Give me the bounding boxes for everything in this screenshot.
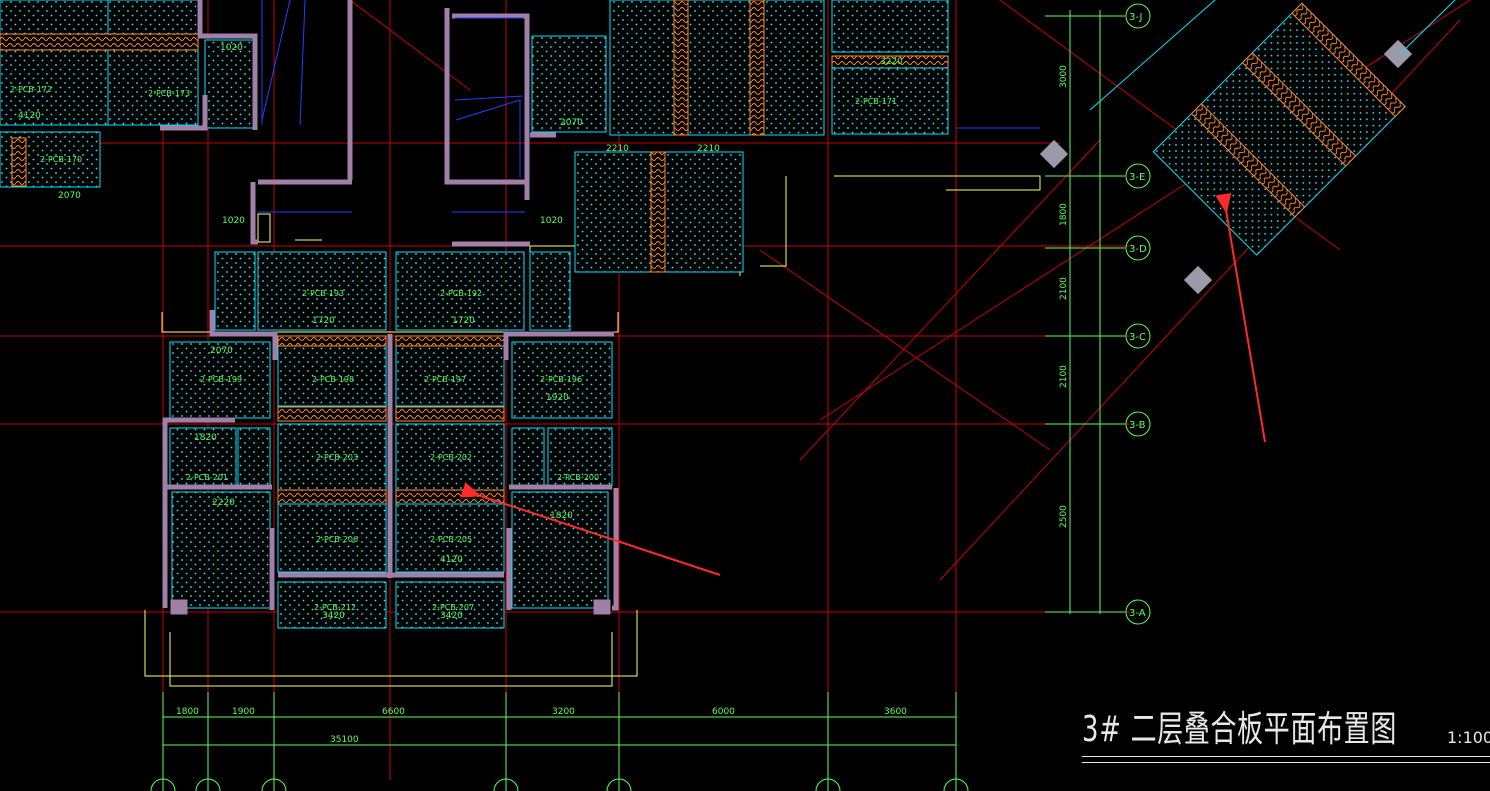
grid-label-3b: 3-B xyxy=(1129,420,1146,431)
slab-dim: 4120 xyxy=(440,555,463,565)
slab-label: 2-PCB-198 xyxy=(312,375,354,384)
bottom-dimension-values: 1800 1900 6600 3200 6000 3600 35100 xyxy=(176,707,907,745)
annotation-arrows xyxy=(460,192,1266,576)
right-dim-5: 2500 xyxy=(1059,505,1069,528)
drawing-scale: 1:100 xyxy=(1447,728,1490,747)
grid-label-3c: 3-C xyxy=(1129,332,1146,343)
slab-dim: 4120 xyxy=(18,111,41,121)
right-dimension-chain xyxy=(1045,3,1151,625)
bottom-dimension-chain xyxy=(150,692,969,791)
slab-dim: 2070 xyxy=(210,346,233,356)
bottom-dim-2: 1900 xyxy=(232,707,255,717)
grid-label-3a: 3-A xyxy=(1129,608,1146,619)
right-dim-1: 3000 xyxy=(1059,65,1069,88)
slab-label: 2-PCB-170 xyxy=(40,155,82,164)
slab-label: 2-PCB-200 xyxy=(557,473,599,482)
grid-labels-right: 3-J 3-E 3-D 3-C 3-B 3-A xyxy=(1129,12,1147,619)
bottom-dim-5: 6000 xyxy=(712,707,735,717)
slab-dim: 1820 xyxy=(194,433,217,443)
right-dim-2: 1800 xyxy=(1059,203,1069,226)
annotation-arrow xyxy=(1215,192,1266,443)
slab-label: 2-PCB-196 xyxy=(540,375,582,384)
slab-dim: 1020 xyxy=(540,216,563,226)
slab-dim: 1020 xyxy=(220,43,243,53)
slab-dim: 3420 xyxy=(440,611,463,621)
slab-group-main xyxy=(169,251,613,629)
slab-label: 2-PCB-199 xyxy=(200,375,242,384)
slab-label: 2-PCB-202 xyxy=(430,453,472,462)
bottom-dim-1: 1800 xyxy=(176,707,199,717)
slab-dimension-texts: 2070 1720 1720 1920 2220 1820 1820 3420 … xyxy=(18,43,903,621)
slab-group-rotated xyxy=(1152,2,1406,256)
slab-label: 2-PCB-193 xyxy=(302,289,344,298)
slab-group-top-center xyxy=(531,0,949,273)
slab-dim: 2210 xyxy=(606,144,629,154)
slab-group-top-left xyxy=(0,0,254,188)
title-underline xyxy=(1082,762,1490,763)
right-dim-3: 2100 xyxy=(1059,277,1069,300)
slab-dim: 2070 xyxy=(58,191,81,201)
slab-label: 2-PCB-207 xyxy=(432,603,474,612)
slab-dim: 2220 xyxy=(212,498,235,508)
slab-label: 2-PCB-212 xyxy=(314,603,356,612)
slab-dim: 2210 xyxy=(697,144,720,154)
annotation-arrow xyxy=(460,482,721,576)
bottom-dim-total: 35100 xyxy=(330,735,359,745)
slab-dim: 1920 xyxy=(546,393,569,403)
slab-dim: 2070 xyxy=(560,118,583,128)
slab-dim: 1720 xyxy=(452,316,475,326)
slab-label: 2-PCB-171 xyxy=(855,97,897,106)
slab-label: 2-PCB-205 xyxy=(430,535,472,544)
title-underline xyxy=(1082,756,1490,757)
grid-label-3d: 3-D xyxy=(1129,244,1147,255)
core-walls xyxy=(160,0,556,247)
slab-label: 2-PCB-192 xyxy=(440,289,482,298)
slab-labels: 2-PCB-212 2-PCB-207 2-PCB-206 2-PCB-205 … xyxy=(10,85,897,612)
slab-dim: 1020 xyxy=(222,216,245,226)
drawing-title: 3# 二层叠合板平面布置图 xyxy=(1082,709,1398,750)
slab-label: 2-PCB-173 xyxy=(148,89,190,98)
slab-label: 2-PCB-197 xyxy=(424,375,466,384)
blue-lines xyxy=(258,0,1040,213)
right-dimension-values: 3000 1800 2100 2100 2500 xyxy=(1059,65,1069,528)
slab-dim: 3420 xyxy=(322,611,345,621)
main-block-walls xyxy=(162,310,619,615)
grid-label-3e: 3-E xyxy=(1129,172,1145,183)
rotated-module-edges xyxy=(1089,0,1456,111)
slab-dim: 1720 xyxy=(312,316,335,326)
right-dim-4: 2100 xyxy=(1059,365,1069,388)
slab-label: 2-PCB-206 xyxy=(316,535,358,544)
bottom-dim-6: 3600 xyxy=(884,707,907,717)
rotated-module-corners xyxy=(1039,39,1413,295)
bottom-dim-3: 6600 xyxy=(382,707,405,717)
bottom-dim-4: 3200 xyxy=(552,707,575,717)
slab-label: 2-PCB-201 xyxy=(186,473,228,482)
slab-label: 2-PCB-172 xyxy=(10,85,52,94)
slab-dim: 1820 xyxy=(550,511,573,521)
grid-label-3j: 3-J xyxy=(1129,12,1142,23)
slab-label: 2-PCB-203 xyxy=(316,453,358,462)
slab-dim: 3220 xyxy=(880,57,903,67)
